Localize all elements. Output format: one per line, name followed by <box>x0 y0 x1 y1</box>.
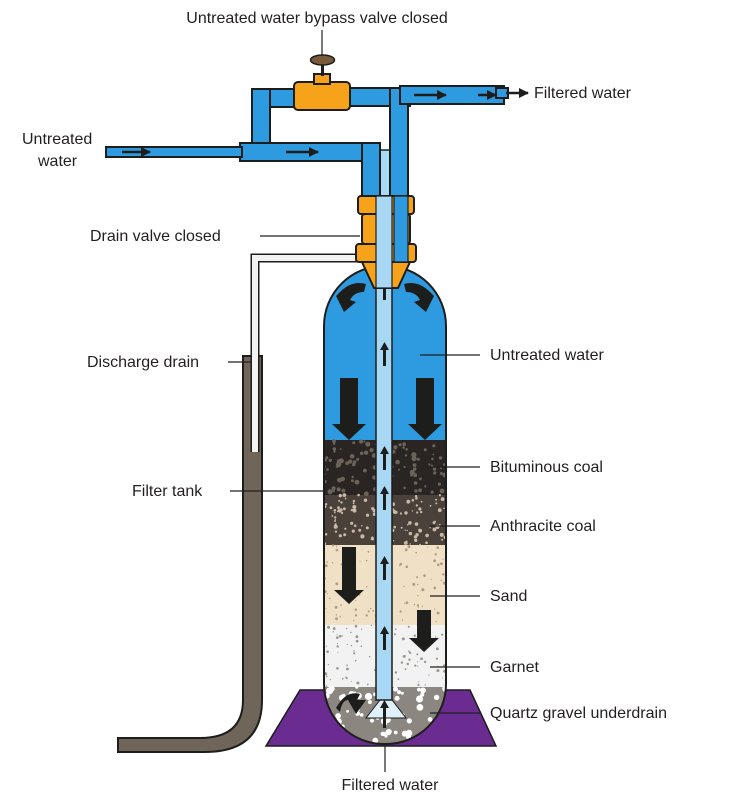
pipe-flow-arrows <box>122 88 529 157</box>
pipework <box>105 85 509 204</box>
bypass-valve[interactable] <box>293 54 351 111</box>
drain-valve[interactable] <box>355 195 417 289</box>
label-discharge-drain: Discharge drain <box>87 354 199 371</box>
label-filtered-water-bottom: Filtered water <box>342 777 440 794</box>
downflow-arrows <box>332 283 442 714</box>
label-sand: Sand <box>490 588 527 605</box>
label-untreated-water-layer: Untreated water <box>490 347 605 364</box>
label-untreated-water-inlet-1: Untreated <box>22 131 92 148</box>
label-filter-tank: Filter tank <box>132 483 203 500</box>
label-filtered-water-top: Filtered water <box>534 85 632 102</box>
label-bituminous-coal: Bituminous coal <box>490 459 603 476</box>
label-drain-valve: Drain valve closed <box>90 228 221 245</box>
discharge-drain-pipe <box>117 253 368 753</box>
label-bypass-valve: Untreated water bypass valve closed <box>186 10 447 27</box>
label-untreated-water-inlet-2: water <box>37 153 78 170</box>
label-garnet: Garnet <box>490 659 539 676</box>
label-quartz-gravel: Quartz gravel underdrain <box>490 705 667 722</box>
label-anthracite-coal: Anthracite coal <box>490 518 596 535</box>
